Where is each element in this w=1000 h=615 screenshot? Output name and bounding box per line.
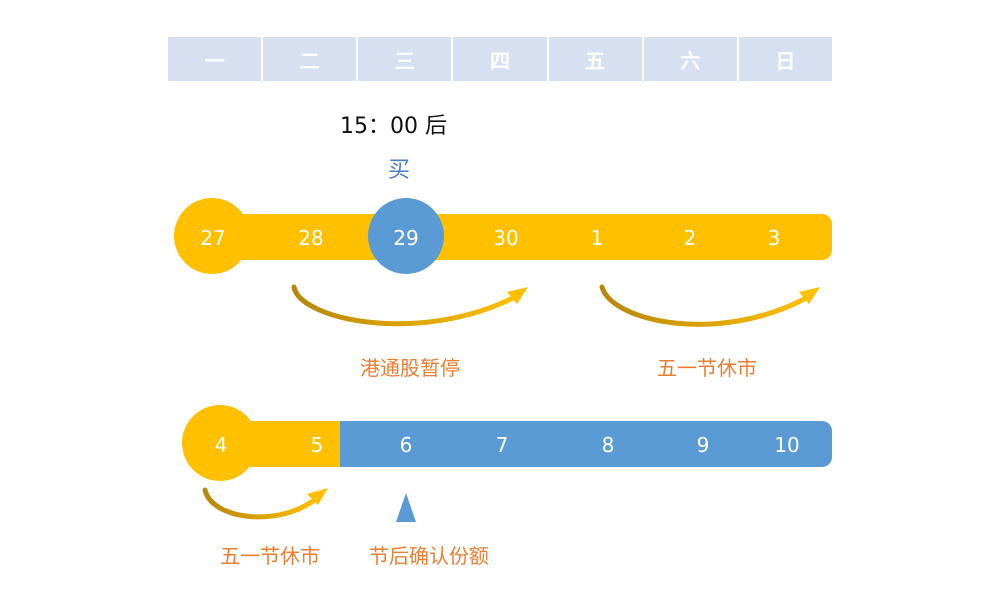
label-confirm-after-holiday: 节后确认份额	[369, 544, 489, 568]
curved-arrow-icon	[202, 487, 328, 520]
row1-buy-circle	[368, 198, 444, 274]
weekday-tue: 二	[263, 37, 359, 81]
row1-dates: 27 28 29 30 1 2 3	[0, 226, 1000, 250]
label-mayday-close-1: 五一节休市	[657, 356, 757, 380]
label-mayday-close-2: 五一节休市	[220, 544, 320, 568]
row1-bar	[212, 214, 832, 260]
row2-dates: 4 5 6 7 8 9 10	[0, 433, 1000, 457]
weekday-sun: 日	[738, 37, 832, 81]
date-5: 5	[310, 433, 324, 457]
date-4: 4	[214, 433, 228, 457]
date-8: 8	[601, 433, 615, 457]
date-9: 9	[696, 433, 710, 457]
row2-start-circle	[182, 405, 258, 481]
curved-arrow-icon	[599, 284, 820, 327]
buy-time-label: 15：00 后	[340, 114, 447, 139]
label-hk-halt: 港通股暂停	[360, 356, 460, 380]
weekday-mon: 一	[168, 37, 264, 81]
date-3: 3	[767, 226, 781, 250]
curved-arrow-icon	[291, 284, 528, 327]
weekday-thu: 四	[453, 37, 549, 81]
weekday-wed: 三	[358, 37, 454, 81]
date-28: 28	[298, 226, 324, 250]
date-29: 29	[393, 226, 419, 250]
date-30: 30	[493, 226, 519, 250]
weekday-fri: 五	[548, 37, 644, 81]
date-10: 10	[774, 433, 800, 457]
weekday-sat: 六	[643, 37, 739, 81]
buy-label: 买	[388, 158, 411, 183]
row1-start-circle	[174, 198, 250, 274]
triangle-marker-icon	[396, 493, 416, 522]
date-2: 2	[683, 226, 697, 250]
weekday-header: 一 二 三 四 五 六 日	[168, 37, 832, 81]
date-1: 1	[590, 226, 604, 250]
date-27: 27	[200, 226, 226, 250]
date-6: 6	[399, 433, 413, 457]
date-7: 7	[495, 433, 509, 457]
row2-blue-bar	[330, 421, 832, 467]
